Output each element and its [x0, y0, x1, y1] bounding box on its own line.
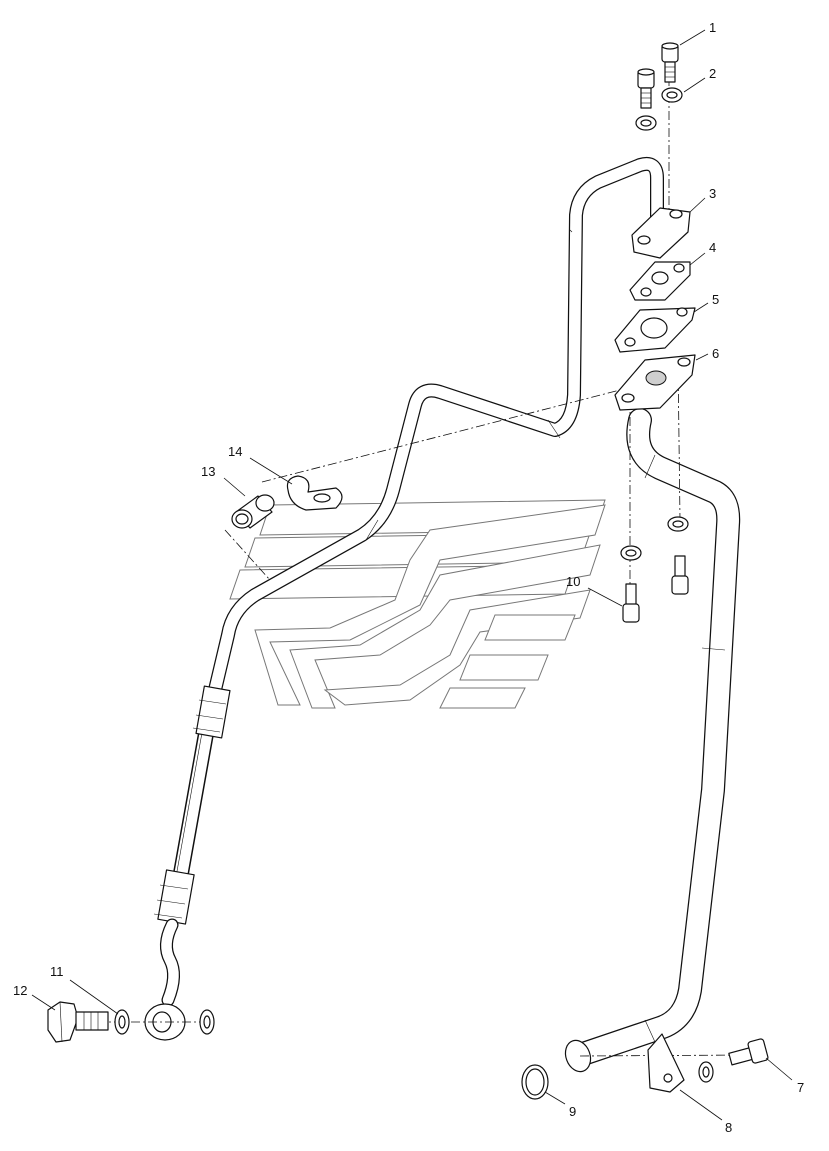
callout-12: 12: [13, 983, 27, 998]
callout-1: 1: [709, 20, 716, 35]
callout-13: 13: [201, 464, 215, 479]
sleeve-icon: [231, 494, 275, 529]
cap-screw-icon: [620, 516, 689, 623]
leader-lines: [31, 29, 793, 1121]
clamp-icon: [286, 475, 343, 511]
callout-2: 2: [709, 66, 716, 81]
banjo-bolt-icon: [47, 1001, 109, 1043]
callout-6: 6: [712, 346, 719, 361]
tube-flange-icon: [614, 354, 696, 411]
washer-icon: [635, 87, 683, 131]
hose: [153, 685, 231, 1007]
washer-icon: [114, 1009, 215, 1035]
callout-10: 10: [566, 574, 580, 589]
gasket-icon: [614, 307, 696, 353]
callout-7: 7: [797, 1080, 804, 1095]
cap-screw-icon: [637, 42, 679, 109]
callout-11: 11: [50, 964, 64, 979]
bracket-icon: [647, 1033, 685, 1093]
gasket-icon: [629, 261, 691, 301]
callout-9: 9: [569, 1104, 576, 1119]
callout-3: 3: [709, 186, 716, 201]
o-ring-icon: [521, 1064, 549, 1100]
feed-pipe: [208, 156, 664, 697]
callout-8: 8: [725, 1120, 732, 1135]
callout-5: 5: [712, 292, 719, 307]
callout-labels: 1 2 3 4 5 6 7 8 9 10 11 12 13 14: [13, 20, 804, 1135]
return-pipe: [564, 408, 741, 1073]
callout-4: 4: [709, 240, 716, 255]
tube-flange-icon: [631, 207, 691, 259]
callout-14: 14: [228, 444, 242, 459]
cap-screw-icon: [698, 1038, 769, 1083]
watermark-logo: [229, 499, 606, 709]
